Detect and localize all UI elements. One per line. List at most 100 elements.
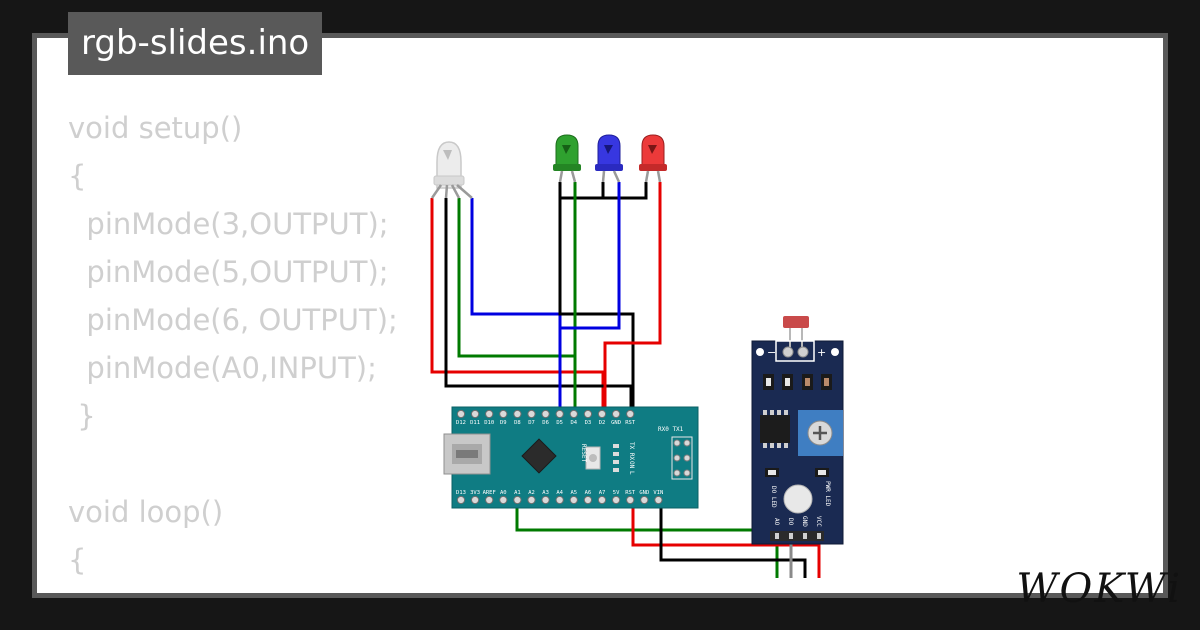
board-pin[interactable] [513,409,522,419]
reset-label: RESET [580,444,587,462]
on-label: ON [628,461,635,469]
board-pin-label: A0 [500,490,507,496]
sensor-pin[interactable] [789,533,793,539]
wire-red-rgb[interactable] [430,198,605,414]
mounting-hole [831,348,839,356]
code-line: pinMode(5,OUTPUT); [68,255,389,289]
board-pin[interactable] [640,495,649,505]
board-pin[interactable] [555,409,564,419]
code-line: } [68,399,96,433]
sensor-pin[interactable] [817,533,821,539]
potentiometer[interactable] [798,410,843,456]
board-pin[interactable] [499,409,508,419]
sensor-pin-label-do: DO [787,518,794,526]
board-pin[interactable] [654,495,663,505]
board-pin-label: A3 [542,490,549,496]
board-pin[interactable] [583,495,593,505]
mounting-hole [756,348,764,356]
board-pin-label: A7 [599,490,606,496]
board-pin-label: D6 [542,420,549,426]
board-pin[interactable] [485,495,494,505]
wire-black-gnd[interactable] [659,500,807,578]
board-pin[interactable] [456,495,466,505]
led-blue[interactable] [595,134,623,183]
wire-red-5v[interactable] [631,500,821,578]
code-line: pinMode(6, OUTPUT); [68,303,398,337]
comparator-chip [760,410,790,448]
board-pin[interactable] [612,409,621,419]
wire-black-led-common[interactable] [558,182,635,414]
pwr-led [783,484,813,514]
board-pin[interactable] [569,409,578,419]
code-line: { [68,159,87,193]
board-pin[interactable] [626,495,635,505]
led-red[interactable] [639,134,667,183]
board-pin[interactable] [597,495,607,505]
code-line: void loop() [68,495,224,529]
board-pin-label: RST [625,490,636,496]
sensor-pin-label-ao: AO [773,518,780,526]
pwr-led-label: PWR LED [824,481,831,507]
sensor-pin-label-vcc: VCC [815,516,822,527]
board-pin-label: GND [611,420,621,426]
wire-red-led[interactable] [603,182,662,414]
code-line: pinMode(3,OUTPUT); [68,207,389,241]
board-pin-label: 5V [613,490,620,496]
board-pin[interactable] [471,409,480,419]
rgb-led[interactable] [430,141,473,199]
board-pin-label: 3V3 [470,490,480,496]
led-green[interactable] [553,134,581,183]
board-pin[interactable] [612,495,621,505]
sensor-pin[interactable] [803,533,807,539]
wire-blue-rgb[interactable] [470,198,562,414]
wire-green-rgb[interactable] [457,198,577,414]
status-led [613,468,619,472]
photoresistor [775,316,815,362]
wokwi-logo: WOKWi [1016,566,1182,612]
board-pin[interactable] [499,495,508,505]
board-pin-label: D8 [514,420,521,426]
board-pin-label: GND [639,490,649,496]
board-pin-label: A1 [514,490,521,496]
board-pin[interactable] [527,495,536,505]
board-pin[interactable] [597,409,607,419]
wires [430,182,821,578]
board-pin-label: D12 [456,420,466,426]
smd-led [818,470,826,475]
board-pin-label: A4 [556,490,563,496]
board-pin[interactable] [541,409,550,419]
board-pin[interactable] [555,495,564,505]
wire-green-a0[interactable] [515,500,779,578]
status-led [613,460,619,464]
wire-blue-led[interactable] [558,182,621,414]
icsp-header [671,436,693,480]
photoresistor-module[interactable]: − + DO LED PW [751,316,844,545]
board-pin[interactable] [456,409,466,419]
board-pin[interactable] [626,409,635,419]
microcontroller-chip [521,438,557,474]
board-pin[interactable] [485,409,494,419]
board-pin[interactable] [513,495,522,505]
status-led [613,452,619,456]
board-pin[interactable] [471,495,480,505]
smd-resistors [763,374,832,390]
code-line: void setup() [68,111,243,145]
board-pin-label: D11 [470,420,480,426]
board-pin[interactable] [569,495,578,505]
reset-button[interactable] [585,446,601,470]
board-pin[interactable] [541,495,550,505]
board-pin-label: D4 [570,420,577,426]
board-pin-label: VIN [653,490,663,496]
board-pin[interactable] [583,409,593,419]
wire-black-rgb[interactable] [444,198,633,414]
sensor-pin[interactable] [775,533,779,539]
wire-black-led-bridge[interactable] [560,182,648,200]
board-pin[interactable] [527,409,536,419]
status-led [613,444,619,448]
board-pin-label: A2 [528,490,535,496]
l-label: L [628,471,635,475]
board-pin-label: AREF [483,490,496,496]
